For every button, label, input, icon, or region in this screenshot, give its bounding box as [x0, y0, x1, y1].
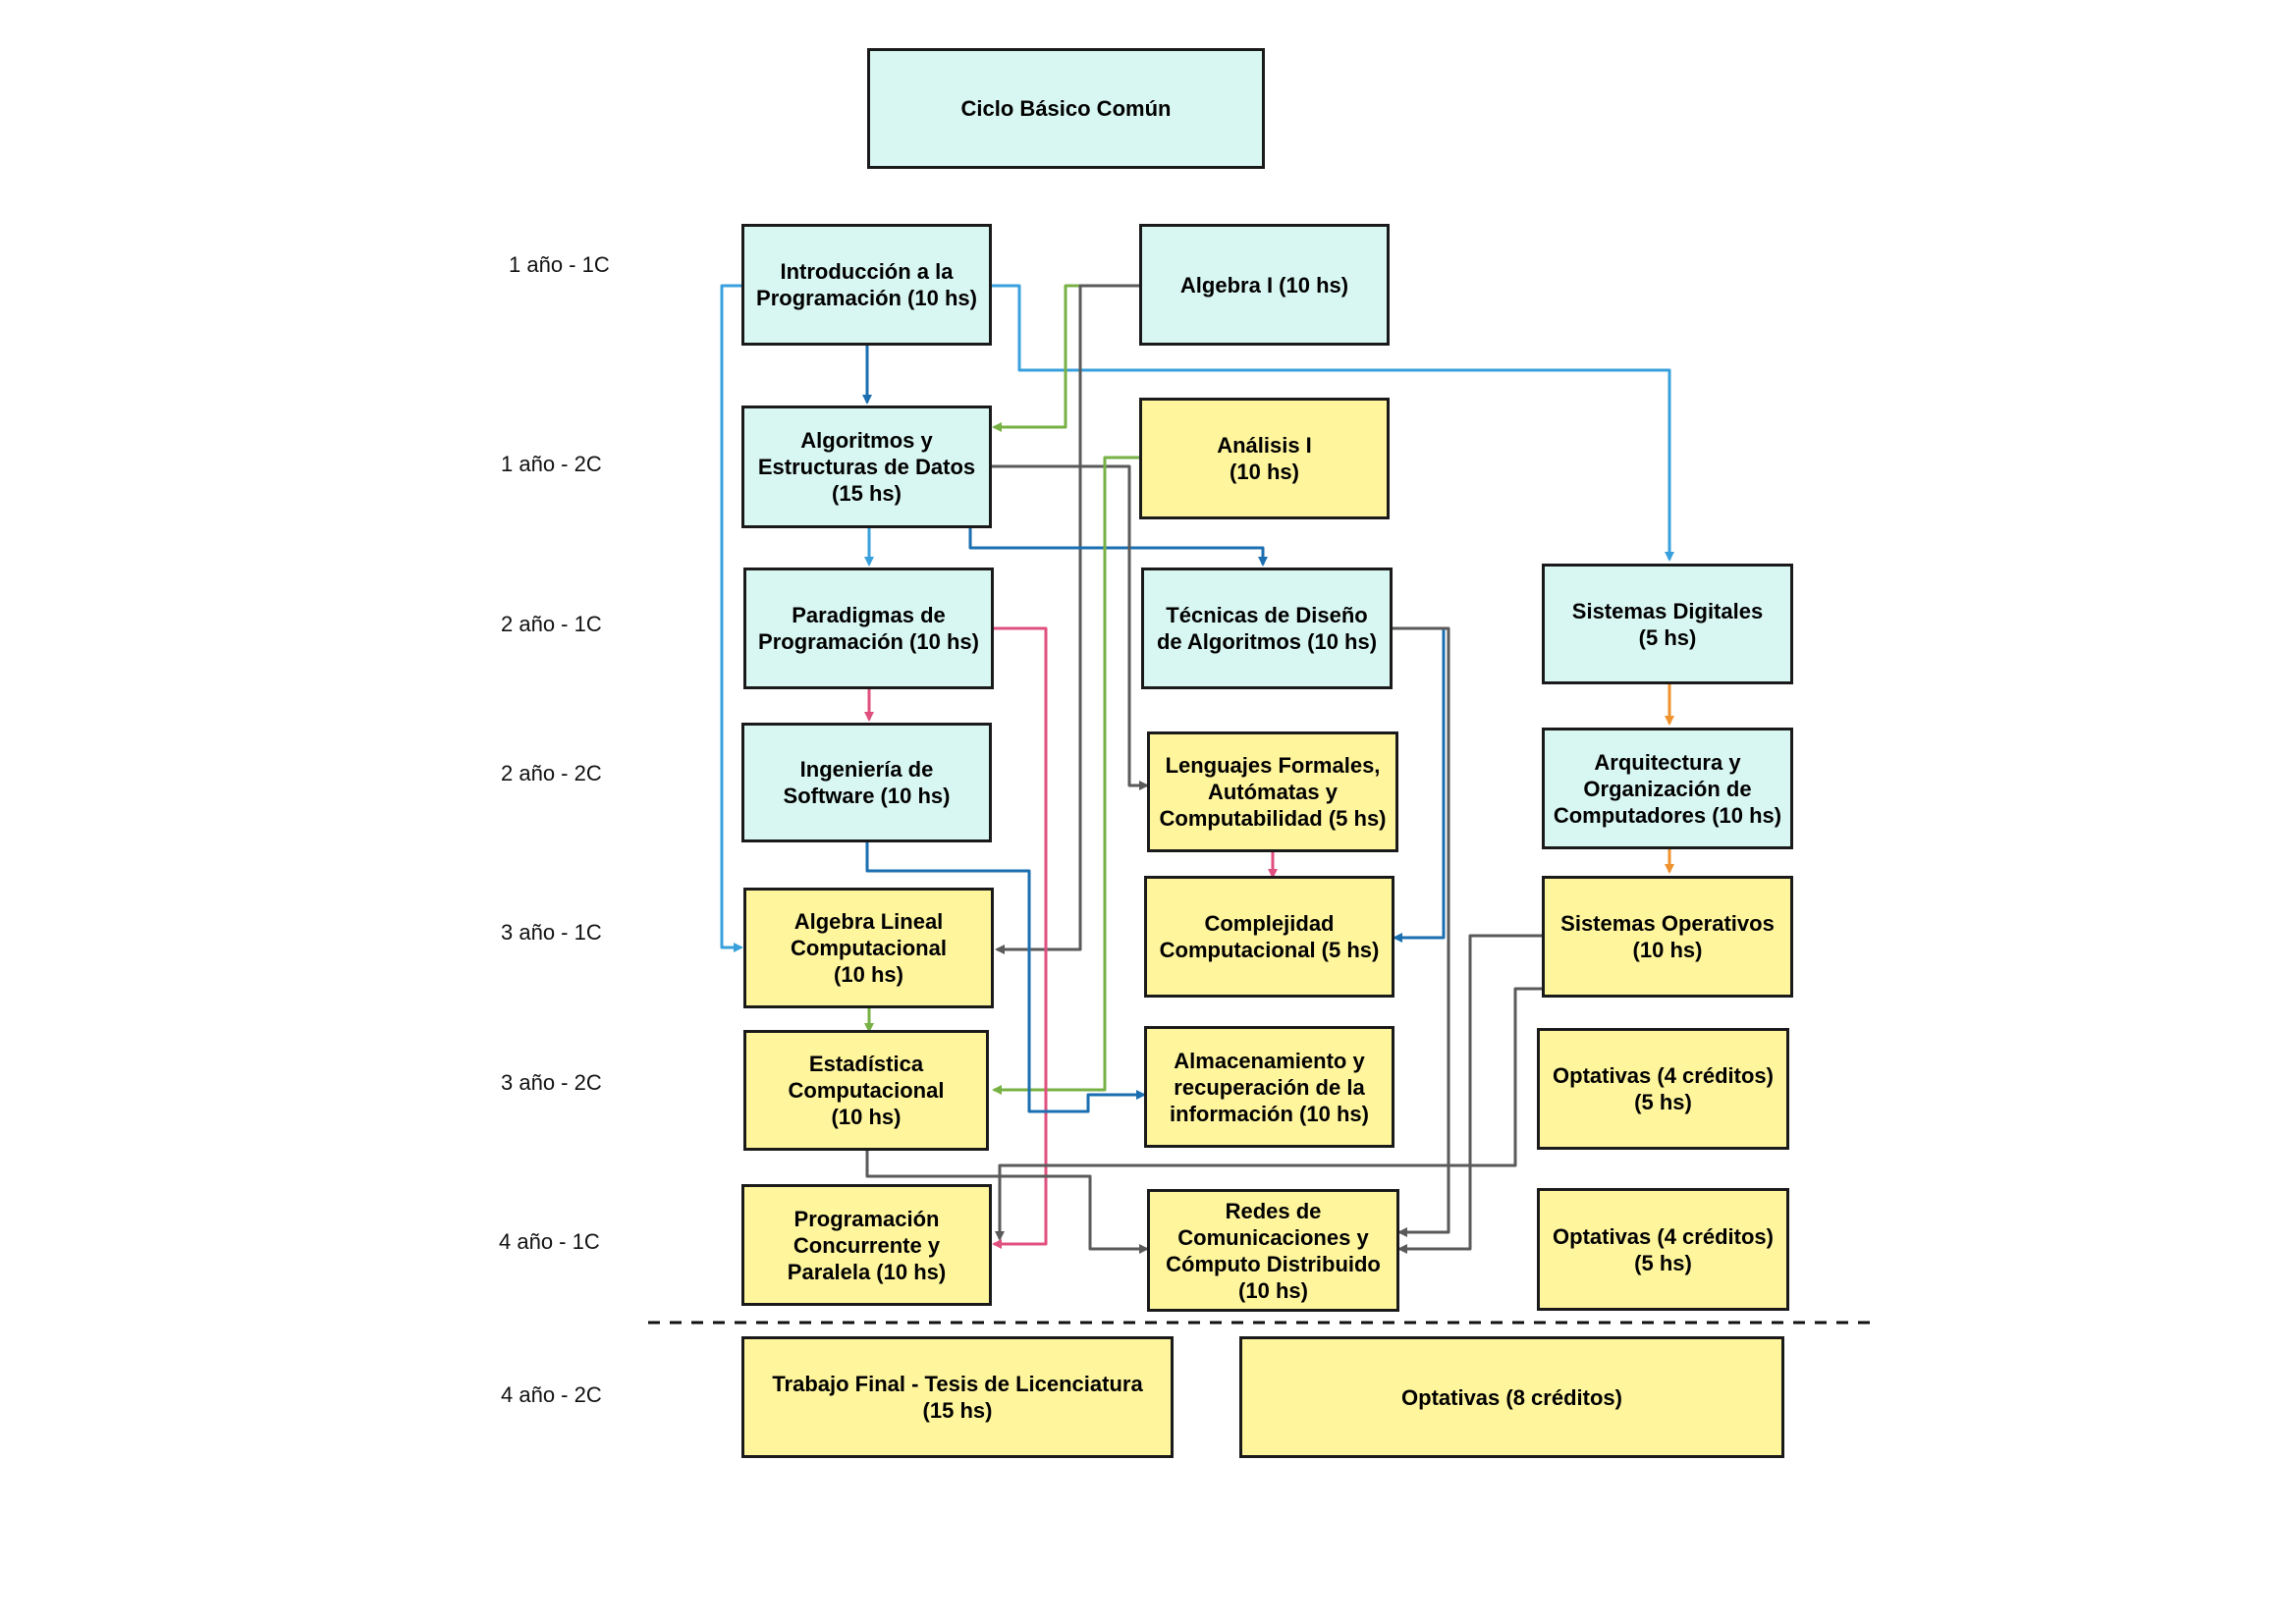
course-complejidad: Complejidad Computacional (5 hs): [1144, 876, 1394, 998]
row-label-1-2c: 1 año - 2C: [501, 452, 602, 476]
arrow-aed-tecnicas: [968, 528, 1268, 567]
arrow-tecnicas-redes: [1393, 626, 1450, 1237]
course-algebra-lineal: Algebra Lineal Computacional (10 hs): [743, 888, 994, 1008]
course-arquitectura: Arquitectura y Organización de Computado…: [1542, 728, 1793, 849]
course-optativas-8: Optativas (8 créditos): [1239, 1336, 1784, 1458]
arrow-intro-digitales: [992, 284, 1674, 562]
course-sistemas-digitales: Sistemas Digitales (5 hs): [1542, 564, 1793, 684]
row-label-1-1c: 1 año - 1C: [509, 252, 610, 277]
arrow-aed-lenguajes: [992, 464, 1149, 790]
course-algebra-1: Algebra I (10 hs): [1139, 224, 1390, 346]
row-label-3-1c: 3 año - 1C: [501, 920, 602, 945]
course-cbc: Ciclo Básico Común: [867, 48, 1265, 169]
arrow-algebra1-aed: [992, 284, 1141, 432]
course-tecnicas-diseno: Técnicas de Diseño de Algoritmos (10 hs): [1141, 568, 1393, 689]
course-programacion-concurrente: Programación Concurrente y Paralela (10 …: [741, 1184, 992, 1306]
course-algoritmos-estructuras: Algoritmos y Estructuras de Datos (15 hs…: [741, 406, 992, 528]
course-paradigmas: Paradigmas de Programación (10 hs): [743, 568, 994, 689]
arrow-algebra1-algebralineal: [995, 284, 1141, 954]
course-analisis-1: Análisis I (10 hs): [1139, 398, 1390, 519]
course-optativas-4-a: Optativas (4 créditos) (5 hs): [1537, 1028, 1789, 1150]
arrow-tecnicas-complejidad: [1393, 626, 1446, 943]
arrow-sisop-concurrente: [995, 987, 1542, 1241]
course-lenguajes-formales: Lenguajes Formales, Autómatas y Computab…: [1147, 731, 1398, 852]
course-almacenamiento: Almacenamiento y recuperación de la info…: [1144, 1026, 1394, 1148]
arrow-estadistica-redes: [865, 1151, 1149, 1254]
row-label-3-2c: 3 año - 2C: [501, 1070, 602, 1095]
course-intro-programacion: Introducción a la Programación (10 hs): [741, 224, 992, 346]
course-redes: Redes de Comunicaciones y Cómputo Distri…: [1147, 1189, 1399, 1312]
course-trabajo-final: Trabajo Final - Tesis de Licenciatura (1…: [741, 1336, 1174, 1458]
arrow-analisis-estadistica: [992, 456, 1141, 1095]
course-optativas-4-b: Optativas (4 créditos) (5 hs): [1537, 1188, 1789, 1311]
arrow-ingsoft-almacenamiento: [865, 842, 1146, 1113]
row-label-4-1c: 4 año - 1C: [499, 1229, 600, 1254]
course-sistemas-operativos: Sistemas Operativos (10 hs): [1542, 876, 1793, 998]
row-label-2-2c: 2 año - 2C: [501, 761, 602, 785]
arrow-sisop-redes: [1397, 934, 1542, 1254]
row-label-2-1c: 2 año - 1C: [501, 612, 602, 636]
arrow-paradigmas-concurrente: [992, 626, 1048, 1249]
course-ingenieria-software: Ingeniería de Software (10 hs): [741, 723, 992, 842]
row-label-4-2c: 4 año - 2C: [501, 1382, 602, 1407]
course-estadistica: Estadística Computacional (10 hs): [743, 1030, 989, 1151]
arrow-intro-algebralineal: [720, 284, 743, 952]
